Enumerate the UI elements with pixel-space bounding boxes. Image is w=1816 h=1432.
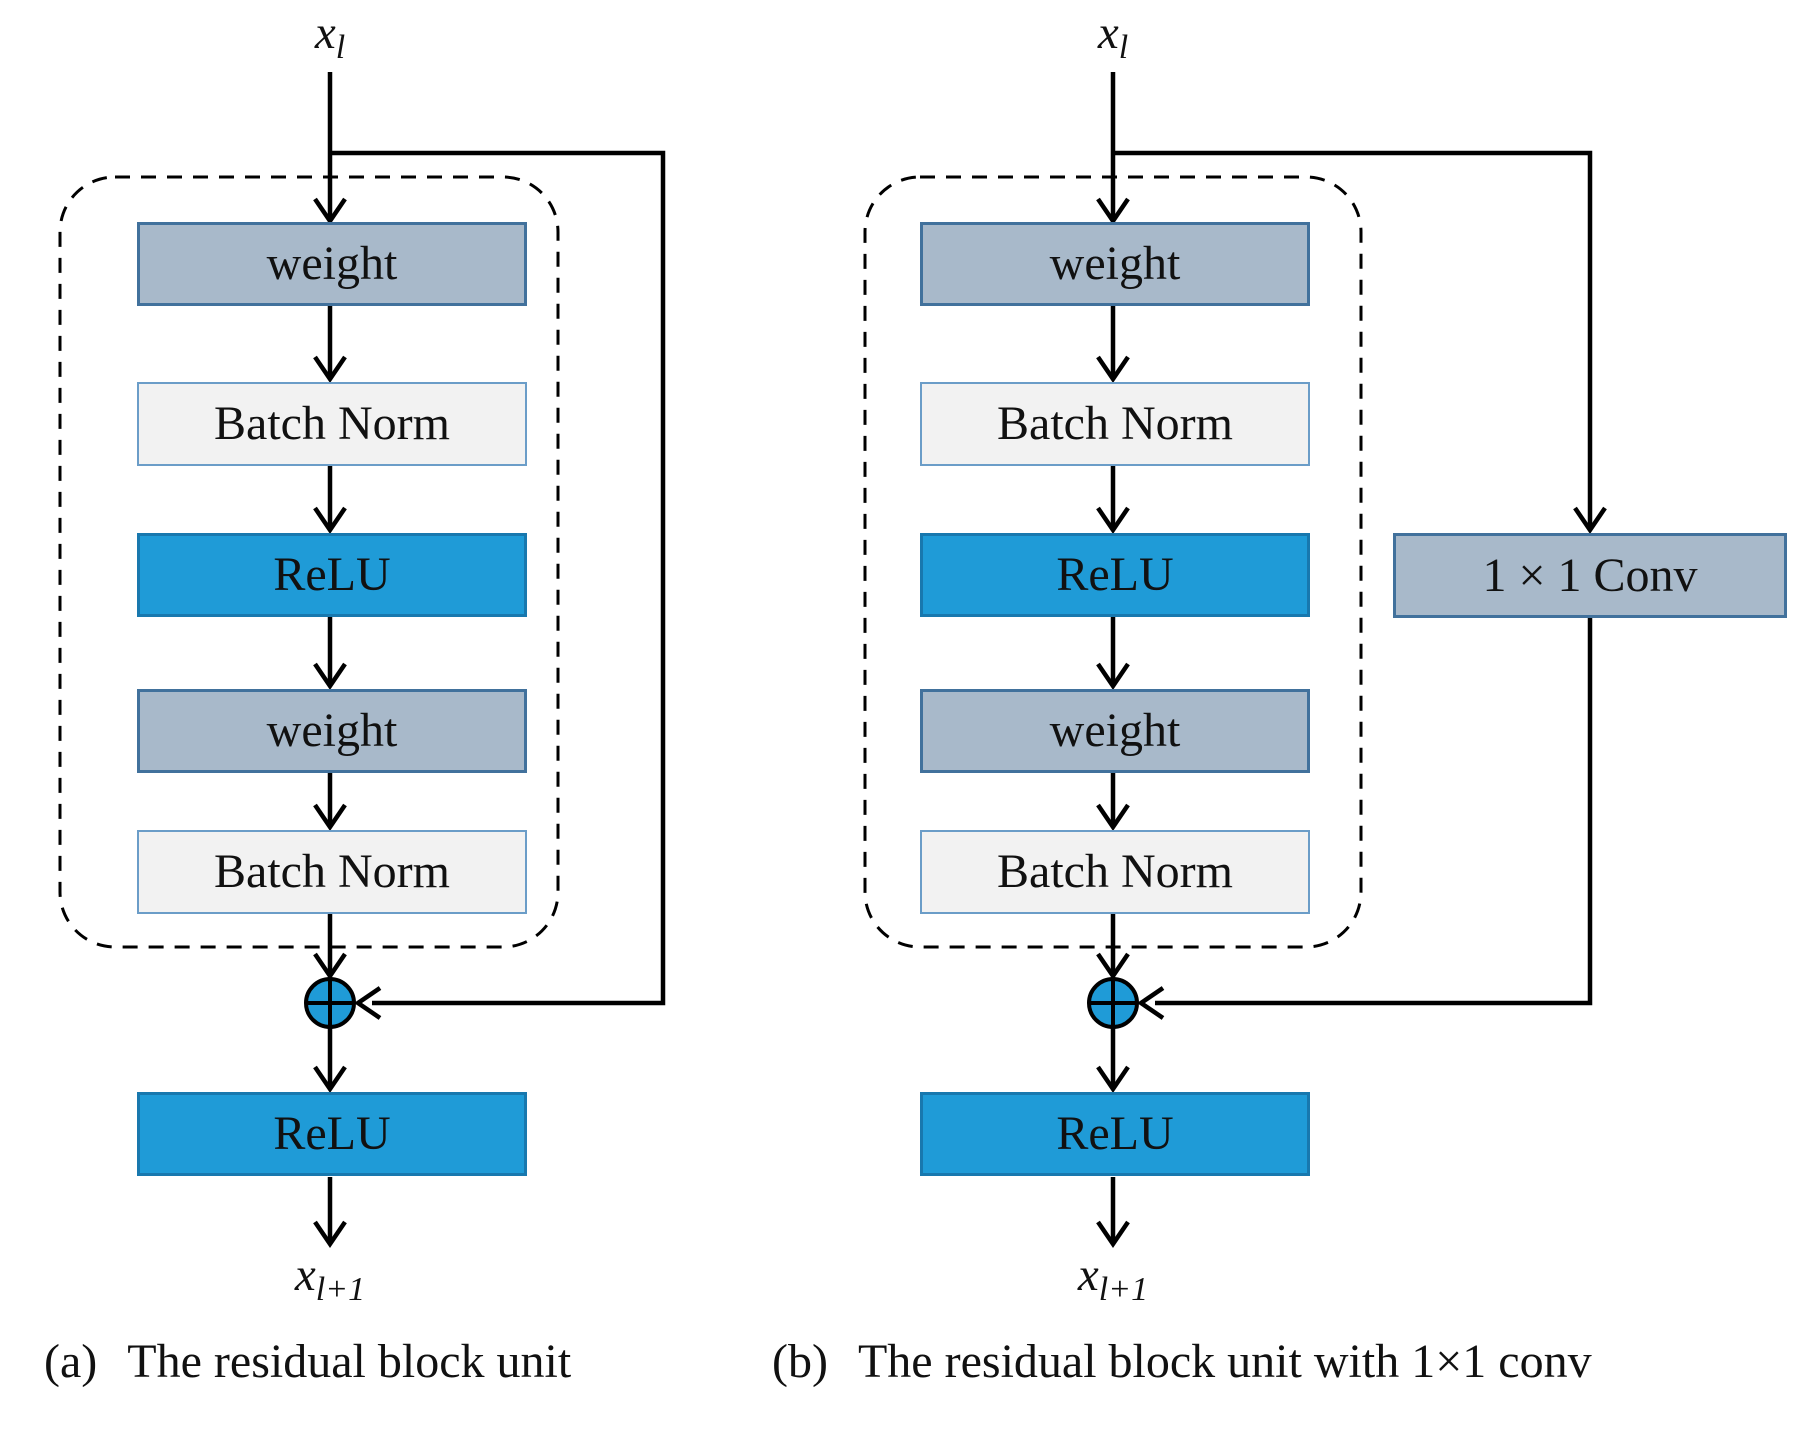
caption-text: The residual block unit — [127, 1335, 572, 1388]
caption-a: (a) The residual block unit — [44, 1334, 571, 1389]
caption-tag: (b) — [772, 1335, 828, 1388]
batch-norm-block-2: Batch Norm — [920, 830, 1310, 914]
arrowhead-left-icon — [354, 986, 382, 1020]
residual-block-boundary-a — [58, 175, 560, 949]
input-label: xl — [314, 7, 346, 66]
skip-connection-b — [1113, 150, 1607, 1020]
arrowhead-down-icon — [1096, 1220, 1130, 1248]
weight-block-2: weight — [137, 689, 527, 773]
output-label: xl+1 — [294, 1249, 366, 1308]
arrowhead-down-icon — [1096, 662, 1130, 690]
arrowhead-down-icon — [1096, 803, 1130, 831]
arrowhead-down-icon — [313, 803, 347, 831]
relu-block-1: ReLU — [137, 533, 527, 617]
arrowhead-down-icon — [313, 506, 347, 534]
caption-b: (b) The residual block unit with 1×1 con… — [772, 1334, 1592, 1389]
batch-norm-block-2: Batch Norm — [137, 830, 527, 914]
add-operator-icon-a — [304, 977, 356, 1029]
add-operator-icon-b — [1087, 977, 1139, 1029]
arrowhead-down-icon — [1096, 506, 1130, 534]
arrowhead-down-icon — [1573, 506, 1607, 534]
output-relu-block: ReLU — [137, 1092, 527, 1176]
caption-text: The residual block unit with 1×1 conv — [857, 1335, 1592, 1388]
batch-norm-block-1: Batch Norm — [920, 382, 1310, 466]
arrowhead-down-icon — [1096, 952, 1130, 980]
skip-connection-a — [330, 150, 666, 1020]
weight-block-2: weight — [920, 689, 1310, 773]
output-label: xl+1 — [1077, 1249, 1149, 1308]
arrowhead-down-icon — [1096, 355, 1130, 383]
flow-arrows-a — [313, 72, 347, 1248]
caption-tag: (a) — [44, 1335, 98, 1388]
arrowhead-down-icon — [313, 1065, 347, 1093]
input-label: xl — [1097, 7, 1129, 66]
arrowhead-down-icon — [313, 1220, 347, 1248]
conv-1x1-block: 1 × 1 Conv — [1393, 533, 1787, 618]
batch-norm-block-1: Batch Norm — [137, 382, 527, 466]
arrowhead-down-icon — [1096, 1065, 1130, 1093]
weight-block-1: weight — [137, 222, 527, 306]
arrowhead-left-icon — [1137, 986, 1165, 1020]
arrowhead-down-icon — [1096, 197, 1130, 225]
output-relu-block: ReLU — [920, 1092, 1310, 1176]
arrowhead-down-icon — [313, 355, 347, 383]
flow-arrows-b — [1096, 72, 1130, 1248]
arrowhead-down-icon — [313, 952, 347, 980]
weight-block-1: weight — [920, 222, 1310, 306]
relu-block-1: ReLU — [920, 533, 1310, 617]
arrowhead-down-icon — [313, 197, 347, 225]
arrowhead-down-icon — [313, 662, 347, 690]
